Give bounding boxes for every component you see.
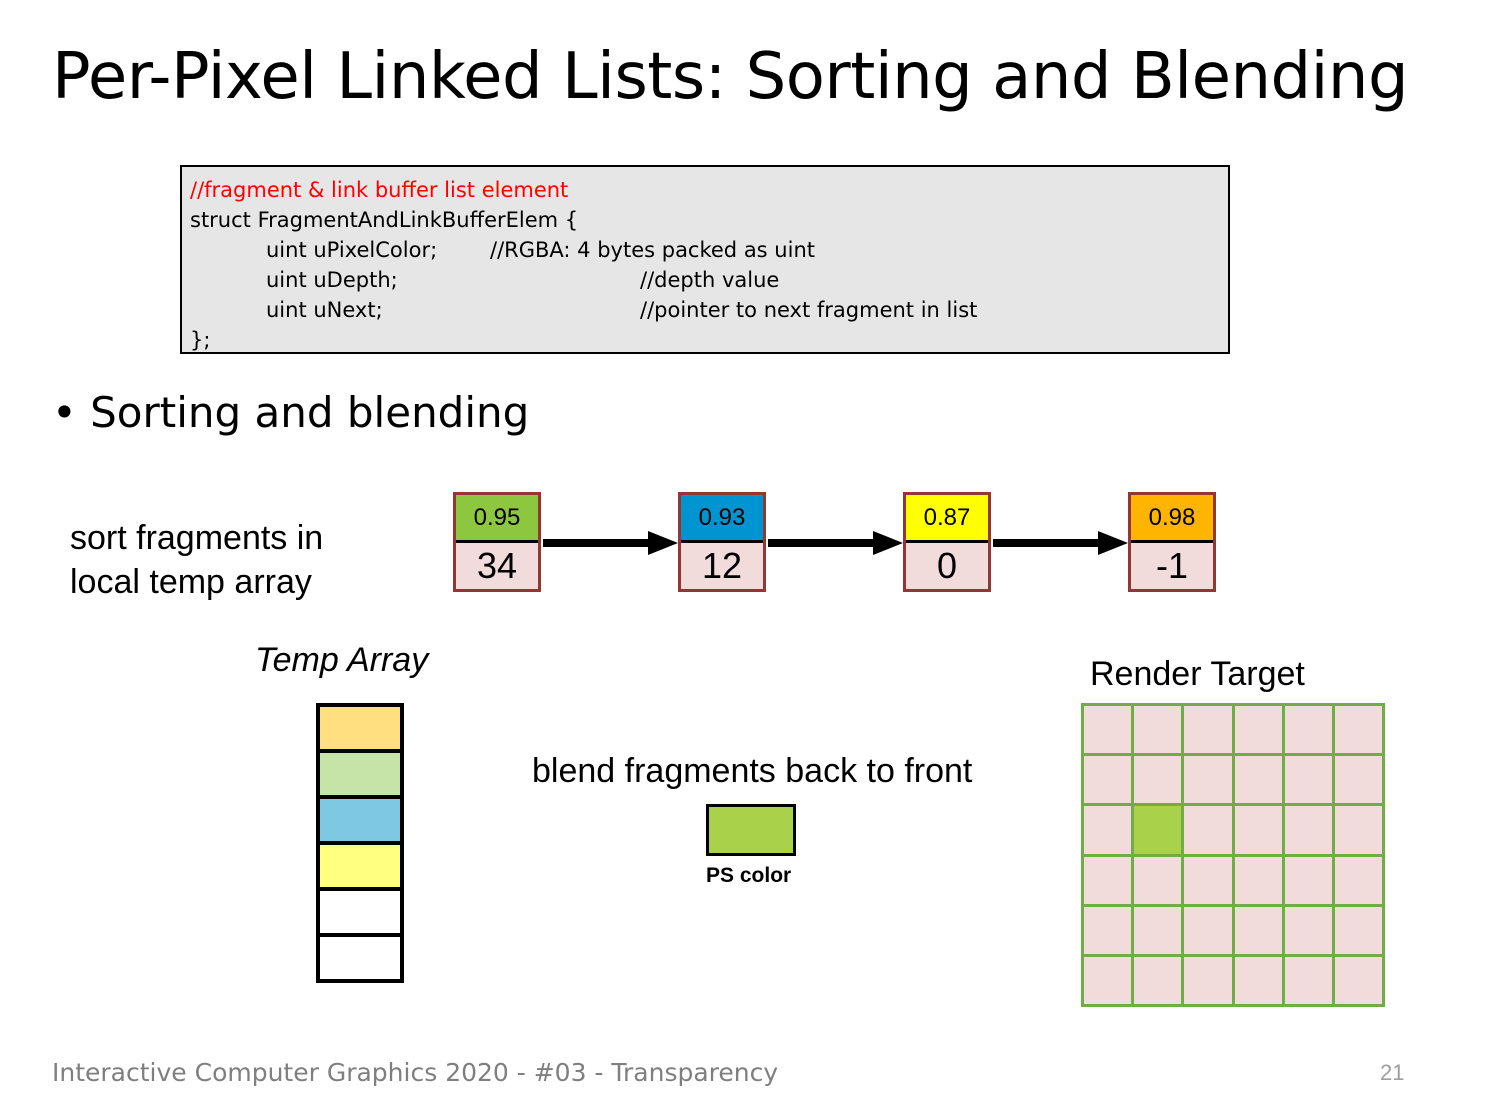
node-depth: 0.87	[906, 495, 988, 543]
render-target-pixel	[1234, 806, 1282, 854]
temp-array-cell	[316, 703, 404, 753]
render-target-pixel	[1284, 756, 1332, 804]
render-target-pixel	[1084, 856, 1132, 904]
arrow-3	[993, 531, 1128, 555]
render-target-pixel	[1184, 706, 1232, 754]
temp-array-cell	[316, 933, 404, 983]
render-target-pixel	[1184, 756, 1232, 804]
render-target-pixel	[1184, 806, 1232, 854]
code-field-comment: //pointer to next fragment in list	[640, 298, 978, 322]
render-target-pixel	[1234, 856, 1282, 904]
render-target-pixel-blended	[1134, 806, 1182, 854]
node-next: -1	[1131, 543, 1213, 589]
code-field-comment: //RGBA: 4 bytes packed as uint	[490, 238, 815, 262]
code-struct-open: struct FragmentAndLinkBufferElem {	[190, 208, 579, 232]
node-next: 12	[681, 543, 763, 589]
render-target-pixel	[1134, 856, 1182, 904]
render-target-pixel	[1084, 956, 1132, 1004]
ps-color-swatch	[706, 804, 796, 856]
node-depth: 0.98	[1131, 495, 1213, 543]
render-target-pixel	[1084, 906, 1132, 954]
page-number: 21	[1380, 1060, 1405, 1085]
sort-label-line: local temp array	[70, 563, 312, 601]
render-target-pixel	[1184, 956, 1232, 1004]
list-node: 0.93 12	[678, 492, 766, 592]
list-node: 0.87 0	[903, 492, 991, 592]
blend-label: blend fragments back to front	[532, 752, 973, 790]
code-field-depth: uint uDepth; //depth value	[190, 265, 1228, 295]
code-field-decl: uint uNext;	[266, 298, 383, 322]
render-target-pixel	[1334, 956, 1382, 1004]
bullet-dot: •	[52, 388, 77, 437]
render-target-pixel	[1334, 806, 1382, 854]
render-target-pixel	[1134, 706, 1182, 754]
render-target-pixel	[1234, 906, 1282, 954]
sort-label-line: sort fragments in	[70, 519, 324, 557]
bullet-point: • Sorting and blending	[52, 388, 529, 437]
render-target-pixel	[1084, 806, 1132, 854]
arrow-2	[768, 531, 903, 555]
render-target-pixel	[1284, 806, 1332, 854]
render-target-label: Render Target	[1090, 655, 1305, 693]
footer-text: Interactive Computer Graphics 2020 - #03…	[52, 1058, 779, 1087]
render-target-pixel	[1334, 706, 1382, 754]
temp-array-cell	[316, 749, 404, 799]
node-next: 0	[906, 543, 988, 589]
code-struct-close: };	[190, 328, 211, 352]
node-next: 34	[456, 543, 538, 589]
temp-array-cell	[316, 841, 404, 891]
code-field-next: uint uNext; //pointer to next fragment i…	[190, 295, 1228, 325]
render-target-grid	[1081, 703, 1385, 1007]
node-depth: 0.95	[456, 495, 538, 543]
render-target-pixel	[1284, 906, 1332, 954]
code-field-decl: uint uDepth;	[266, 268, 398, 292]
list-node: 0.98 -1	[1128, 492, 1216, 592]
temp-array-cell	[316, 887, 404, 937]
code-comment: //fragment & link buffer list element	[190, 178, 569, 202]
bullet-text: Sorting and blending	[90, 388, 530, 437]
render-target-pixel	[1134, 756, 1182, 804]
temp-array	[316, 703, 410, 983]
code-field-comment: //depth value	[640, 268, 780, 292]
list-node: 0.95 34	[453, 492, 541, 592]
render-target-pixel	[1334, 906, 1382, 954]
render-target-pixel	[1284, 856, 1332, 904]
ps-color-label: PS color	[706, 864, 792, 887]
code-field-decl: uint uPixelColor;	[266, 238, 438, 262]
render-target-pixel	[1334, 756, 1382, 804]
render-target-pixel	[1234, 706, 1282, 754]
code-field-color: uint uPixelColor; //RGBA: 4 bytes packed…	[190, 235, 1228, 265]
render-target-pixel	[1284, 956, 1332, 1004]
arrow-1	[543, 531, 678, 555]
slide-title: Per-Pixel Linked Lists: Sorting and Blen…	[52, 40, 1409, 114]
temp-array-cell	[316, 795, 404, 845]
sort-label: sort fragments in local temp array	[70, 516, 323, 604]
render-target-pixel	[1284, 706, 1332, 754]
render-target-pixel	[1134, 956, 1182, 1004]
render-target-pixel	[1334, 856, 1382, 904]
render-target-pixel	[1084, 706, 1132, 754]
render-target-pixel	[1184, 906, 1232, 954]
render-target-pixel	[1134, 906, 1182, 954]
node-depth: 0.93	[681, 495, 763, 543]
render-target-pixel	[1234, 956, 1282, 1004]
render-target-pixel	[1084, 756, 1132, 804]
code-block: //fragment & link buffer list element st…	[180, 165, 1230, 354]
render-target-pixel	[1184, 856, 1232, 904]
render-target-pixel	[1234, 756, 1282, 804]
temp-array-label: Temp Array	[255, 641, 429, 679]
